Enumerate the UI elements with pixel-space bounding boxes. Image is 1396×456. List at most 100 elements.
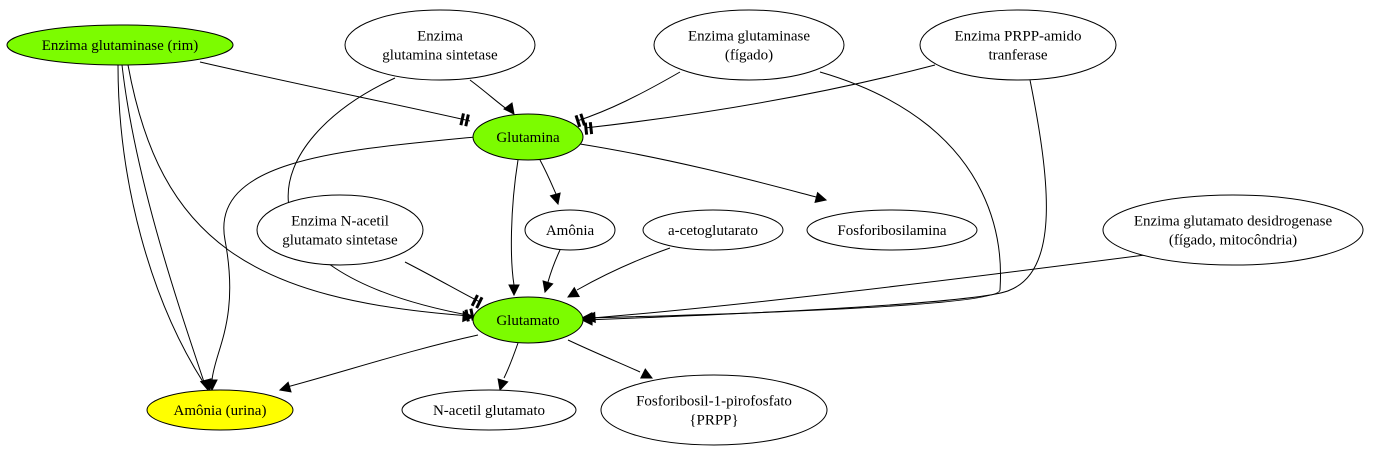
node-gs: Enzima glutamina sintetase [344,9,536,81]
inhibit-bar [464,114,470,127]
node-gls_figado: Enzima glutaminase (fígado) [653,9,845,81]
nodes-layer: Enzima glutaminase (rim) Enzima glutamina … [6,9,1364,446]
node-label: Enzima PRPP-amido [954,29,1081,45]
inhibit-bar [475,296,484,309]
arrow-head [278,381,292,393]
edge-line [567,339,641,373]
edge-line [584,64,936,129]
node-ellipse [653,9,845,81]
arrow-head [508,284,520,297]
edge-glutamina-glutamato [508,159,520,297]
node-ellipse [524,209,616,251]
node-label: Glutamato [496,313,559,329]
node-label: Glutamina [496,130,560,146]
inhibit-bar [579,113,586,126]
node-akg: a-cetoglutarato [642,209,784,251]
edge-glutamina-amonia [539,159,561,206]
arrow-head [640,368,653,379]
node-label: Enzima [417,29,463,45]
edge-line [547,249,561,283]
edge-line [584,79,1047,321]
edge-line [591,254,1146,319]
node-label: tranferase [988,48,1047,64]
node-ellipse [642,209,784,251]
edge-line [404,261,481,303]
arrow-head [542,280,554,294]
node-ellipse [401,389,577,431]
node-label: Amônia (urina) [174,403,267,419]
node-ellipse [472,113,584,161]
node-amonia_urina: Amônia (urina) [146,389,294,431]
edge-glutamato-prpp [567,339,653,379]
node-label: {PRPP} [689,413,738,429]
arrow-head [549,192,561,206]
node-amonia: Amônia [524,209,616,251]
edge-gls_rim-amonia_urina [117,64,212,392]
edge-gls_rim-glutamato [127,64,475,323]
inhibit-bar [459,113,465,126]
node-label: a-cetoglutarato [668,223,758,239]
edges-layer [117,61,1146,393]
inhibit-bar [470,294,479,307]
edge-line [503,342,519,379]
edge-gs-glutamina [469,79,515,115]
node-label: N-acetil glutamato [433,403,545,419]
node-ellipse [6,24,234,66]
edge-line [539,159,557,195]
arrow-head [814,191,828,203]
edge-glutamato-nag [497,342,519,392]
node-gdh: Enzima glutamato desidrogenase (fígado, m… [1102,194,1364,266]
inhibit-bar [588,121,594,135]
edge-gls_rim-amonia_urina [121,64,212,392]
node-ellipse [146,389,294,431]
node-glutamato: Glutamato [472,296,584,344]
edge-line [576,247,671,291]
edge-gls_figado-glutamina [574,71,681,128]
node-label: glutamina sintetase [382,48,498,64]
edge-line [510,159,519,286]
edge-line [121,64,206,386]
edge-line [584,71,1002,319]
edge-line [127,64,471,317]
edge-prpp_amido-glutamato [580,79,1047,326]
node-glutamina: Glutamina [472,113,584,161]
node-label: (fígado) [725,48,773,64]
node-prpp: Fosforibosil-1-pirofosfato {PRPP} [600,374,828,446]
node-gls_rim: Enzima glutaminase (rim) [6,24,234,66]
node-ellipse [806,209,978,251]
node-ellipse [600,374,828,446]
node-nag: N-acetil glutamato [401,389,577,431]
inhibit-bar [574,114,582,128]
node-ellipse [919,9,1117,81]
inhibit-bar [583,122,589,135]
node-label: Enzima glutaminase [688,29,810,45]
edge-line [117,64,206,386]
node-label: Enzima N-acetil [291,214,389,230]
node-label: Enzima glutaminase (rim) [42,38,199,54]
node-label: Enzima glutamato desidrogenase [1134,214,1333,230]
edge-line [199,61,471,122]
node-label: Fosforibosil-1-pirofosfato [636,394,792,410]
edge-line [579,143,821,199]
edge-glutamato-amonia_urina [278,334,479,393]
node-ellipse [472,296,584,344]
edge-gls_rim-glutamina [199,61,471,127]
edge-glutamina-fosfoamina [579,143,828,203]
edge-gls_figado-glutamato [580,71,1002,324]
node-label: (fígado, mitocôndria) [1169,233,1297,249]
edge-glutamina-amonia_urina [206,136,476,392]
edge-line [576,71,681,122]
edge-gdh-glutamato [583,254,1146,324]
edge-amonia-glutamato [542,249,561,294]
edge-nags-glutamato [404,261,484,309]
arrow-head [497,378,509,392]
node-ellipse [1102,194,1364,266]
node-fosfoamina: Fosforibosilamina [806,209,978,251]
edge-line [286,334,479,388]
edge-prpp_amido-glutamina [583,64,936,135]
edge-akg-glutamato [567,247,671,298]
edge-line [469,79,512,113]
arrow-head [583,311,596,324]
